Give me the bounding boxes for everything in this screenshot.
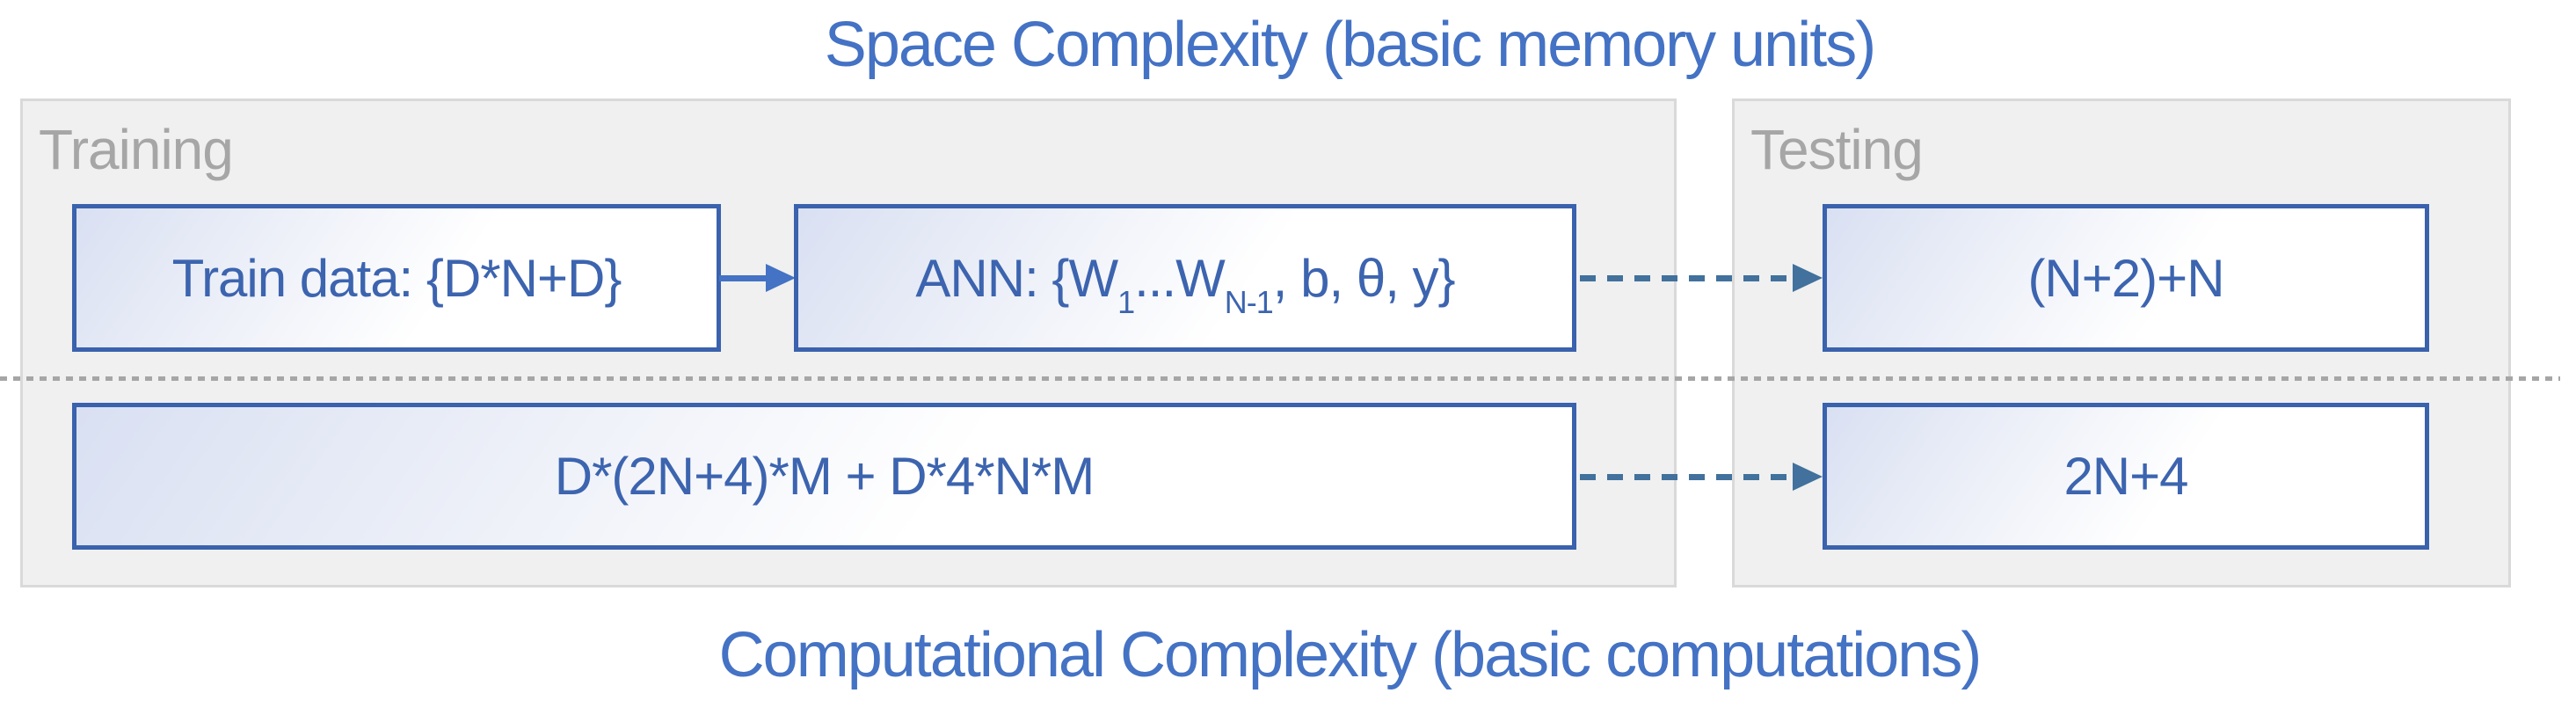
space-complexity-title: Space Complexity (basic memory units) — [824, 10, 1876, 80]
testing-compute-box: 2N+4 — [1823, 403, 2429, 550]
testing-space-box: (N+2)+N — [1823, 204, 2429, 352]
testing-compute-box-text: 2N+4 — [2063, 447, 2188, 506]
dashed-arrow-shaft — [1580, 474, 1789, 480]
training-panel-label: Training — [39, 118, 234, 181]
testing-space-box-text: (N+2)+N — [2027, 248, 2224, 308]
arrowhead-icon — [1793, 463, 1823, 491]
arrow-shaft — [719, 275, 768, 281]
ann-box: ANN: {W1...WN-1, b, θ, y} — [794, 204, 1576, 352]
training-compute-box: D*(2N+4)*M + D*4*N*M — [72, 403, 1576, 550]
train-test-dotted-divider — [0, 376, 2560, 381]
training-compute-box-text: D*(2N+4)*M + D*4*N*M — [554, 447, 1095, 506]
computational-complexity-title: Computational Complexity (basic computat… — [718, 620, 1983, 690]
ann-subscript-n-1: N-1 — [1224, 283, 1274, 320]
train-data-box-text: Train data: {D*N+D} — [171, 248, 622, 308]
ann-subscript-1: 1 — [1117, 283, 1135, 320]
arrow-compute-to-testing — [1580, 457, 1823, 496]
arrow-ann-to-testing — [1580, 259, 1823, 297]
ann-box-text: ANN: {W1...WN-1, b, θ, y} — [915, 248, 1455, 320]
testing-panel-label: Testing — [1750, 118, 1924, 181]
arrow-train-to-ann — [719, 259, 796, 297]
arrowhead-icon — [1793, 264, 1823, 292]
dashed-arrow-shaft — [1580, 275, 1789, 281]
train-data-box: Train data: {D*N+D} — [72, 204, 721, 352]
arrowhead-icon — [766, 264, 796, 292]
